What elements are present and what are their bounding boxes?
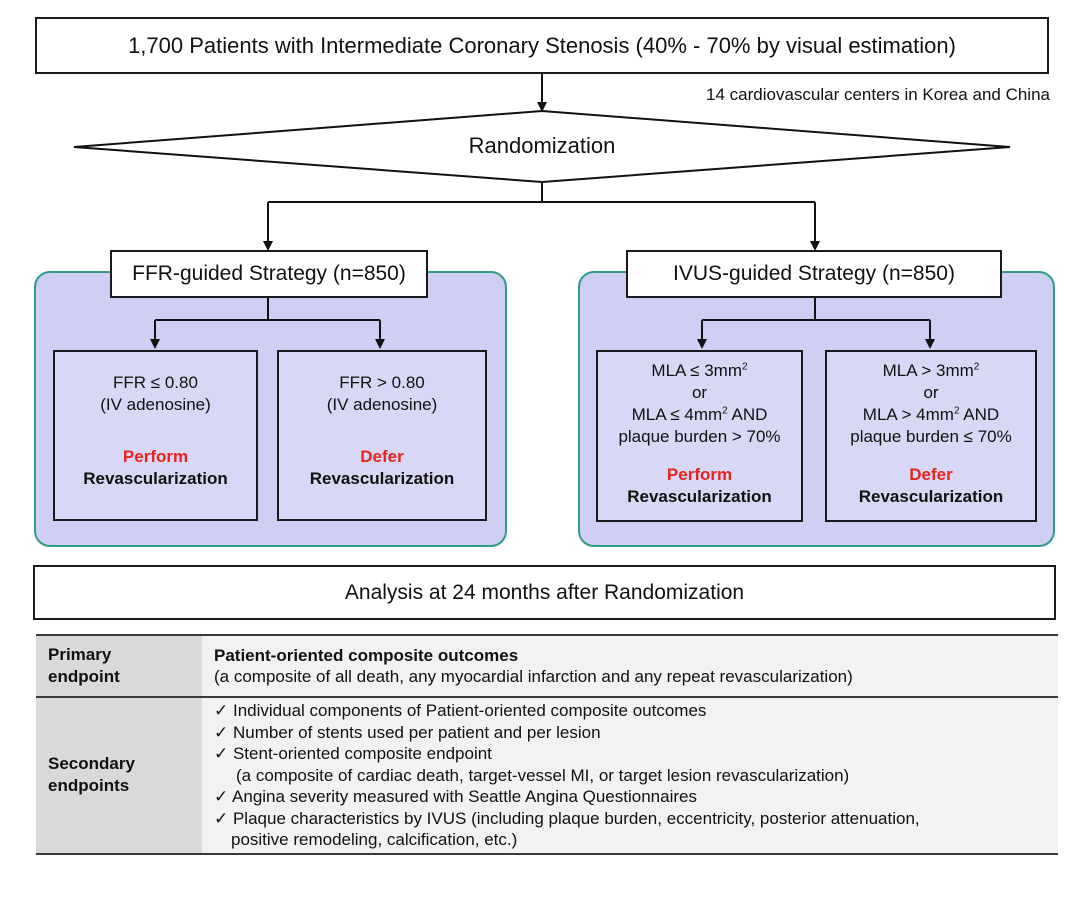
ivus-defer-line3: MLA > 4mm2 AND bbox=[862, 405, 1000, 424]
list-item: ✓ Stent-oriented composite endpoint bbox=[214, 744, 492, 763]
ffr-defer-box: FFR > 0.80 (IV adenosine) Defer Revascul… bbox=[277, 350, 487, 521]
ffr-defer-revasc: Revascularization bbox=[309, 469, 455, 488]
ivus-defer-line4: plaque burden ≤ 70% bbox=[850, 427, 1012, 446]
list-item: ✓ Plaque characteristics by IVUS (includ… bbox=[214, 808, 920, 828]
ffr-perform-criterion: FFR ≤ 0.80 bbox=[113, 373, 198, 392]
primary-endpoint-row: Primary endpoint Patient-oriented compos… bbox=[36, 634, 1058, 698]
primary-endpoint-title: Patient-oriented composite outcomes bbox=[214, 645, 519, 665]
ivus-defer-revasc: Revascularization bbox=[858, 487, 1004, 506]
ivus-perform-line3: MLA ≤ 4mm2 AND bbox=[631, 405, 768, 424]
primary-endpoint-desc: (a composite of all death, any myocardia… bbox=[214, 667, 853, 686]
centers-note: 14 cardiovascular centers in Korea and C… bbox=[706, 85, 1050, 104]
ivus-strategy-label: IVUS-guided Strategy (n=850) bbox=[673, 262, 955, 285]
ivus-perform-revasc: Revascularization bbox=[627, 487, 772, 506]
secondary-endpoint-label: Secondary endpoints bbox=[36, 697, 202, 855]
primary-endpoint-label: Primary endpoint bbox=[36, 634, 202, 698]
list-item: (a composite of cardiac death, target-ve… bbox=[236, 765, 850, 785]
ivus-defer-line1: MLA > 3mm2 bbox=[882, 361, 980, 380]
list-item: positive remodeling, calcification, etc.… bbox=[231, 830, 518, 849]
ffr-perform-revasc: Revascularization bbox=[83, 469, 228, 488]
ivus-strategy-box: IVUS-guided Strategy (n=850) bbox=[626, 250, 1002, 298]
patients-title: 1,700 Patients with Intermediate Coronar… bbox=[128, 32, 956, 58]
ffr-perform-box: FFR ≤ 0.80 (IV adenosine) Perform Revasc… bbox=[53, 350, 258, 521]
ffr-strategy-box: FFR-guided Strategy (n=850) bbox=[110, 250, 428, 298]
ffr-strategy-label: FFR-guided Strategy (n=850) bbox=[132, 262, 406, 285]
list-item: ✓ Number of stents used per patient and … bbox=[214, 722, 601, 742]
ffr-defer-method: (IV adenosine) bbox=[326, 395, 438, 414]
ivus-perform-line4: plaque burden > 70% bbox=[618, 427, 781, 446]
ivus-defer-or: or bbox=[923, 383, 939, 402]
list-item: ✓ Individual components of Patient-orien… bbox=[214, 701, 707, 720]
ivus-perform-action: Perform bbox=[666, 465, 733, 484]
ffr-defer-criterion: FFR > 0.80 bbox=[339, 373, 425, 392]
ffr-perform-method: (IV adenosine) bbox=[100, 395, 211, 414]
analysis-label: Analysis at 24 months after Randomizatio… bbox=[344, 580, 745, 604]
randomization-label: Randomization bbox=[468, 133, 616, 158]
primary-endpoint-content: Patient-oriented composite outcomes (a c… bbox=[202, 634, 1058, 698]
ivus-defer-box: MLA > 3mm2 or MLA > 4mm2 AND plaque burd… bbox=[825, 350, 1037, 522]
ffr-perform-action: Perform bbox=[122, 447, 189, 466]
ivus-defer-action: Defer bbox=[909, 465, 953, 484]
ivus-perform-or: or bbox=[691, 383, 708, 402]
ivus-perform-line1: MLA ≤ 3mm2 bbox=[651, 361, 748, 380]
patients-title-box: 1,700 Patients with Intermediate Coronar… bbox=[35, 17, 1049, 74]
list-item: ✓ Angina severity measured with Seattle … bbox=[214, 787, 697, 806]
ffr-defer-action: Defer bbox=[360, 447, 404, 466]
analysis-box: Analysis at 24 months after Randomizatio… bbox=[33, 565, 1056, 620]
secondary-endpoint-row: Secondary endpoints ✓ Individual compone… bbox=[36, 697, 1058, 855]
secondary-endpoint-content: ✓ Individual components of Patient-orien… bbox=[202, 697, 1058, 855]
ivus-perform-box: MLA ≤ 3mm2 or MLA ≤ 4mm2 AND plaque burd… bbox=[596, 350, 803, 522]
endpoints-table: Primary endpoint Patient-oriented compos… bbox=[36, 634, 1058, 855]
